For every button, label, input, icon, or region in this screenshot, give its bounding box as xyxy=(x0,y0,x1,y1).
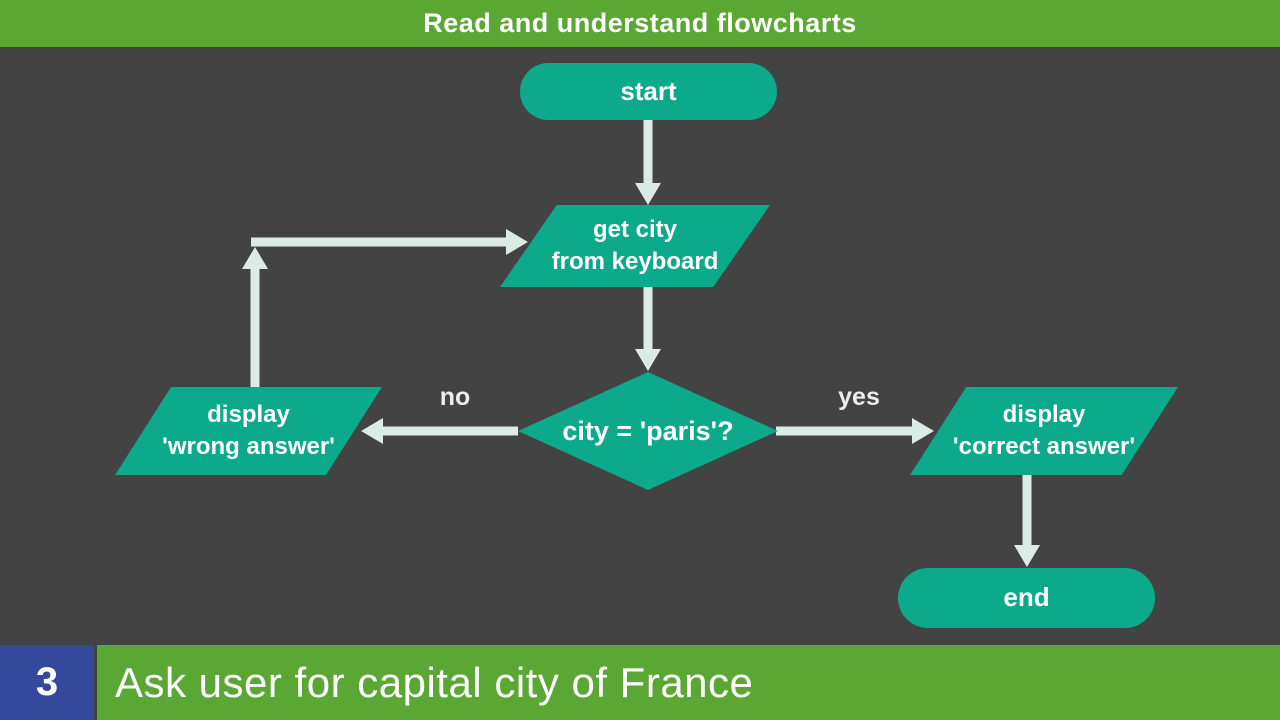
node-end: end xyxy=(898,568,1155,628)
flowchart-canvas: start get city from keyboard city = 'par… xyxy=(0,47,1280,645)
step-number-badge: 3 xyxy=(0,645,94,720)
node-decision-city-paris: city = 'paris'? xyxy=(518,372,778,490)
edge-correct-to-end xyxy=(1014,475,1040,567)
node-correct-line1: display xyxy=(1002,400,1086,428)
edge-loop-to-get-city xyxy=(251,229,528,255)
node-end-label: end xyxy=(1003,582,1050,613)
node-decision-label: city = 'paris'? xyxy=(562,415,734,446)
node-start: start xyxy=(520,63,777,120)
node-get-city-line1: get city xyxy=(592,215,678,243)
edge-start-to-get-city xyxy=(635,118,661,205)
edge-wrong-loop-up xyxy=(242,247,268,392)
caption-text: Ask user for capital city of France xyxy=(115,658,754,706)
edge-decision-to-wrong-no xyxy=(361,418,518,444)
node-display-correct-answer: display 'correct answer' xyxy=(910,387,1178,475)
node-start-label: start xyxy=(620,75,677,106)
edge-decision-to-correct-yes xyxy=(776,418,934,444)
step-number: 3 xyxy=(35,660,59,704)
node-get-city-line2: from keyboard xyxy=(551,248,719,275)
node-display-wrong-answer: display 'wrong answer' xyxy=(115,387,382,475)
edge-label-no: no xyxy=(439,383,471,411)
node-wrong-line2: 'wrong answer' xyxy=(162,433,335,460)
node-correct-line2: 'correct answer' xyxy=(952,433,1136,460)
edge-label-yes: yes xyxy=(838,383,880,411)
title-bar: Read and understand flowcharts xyxy=(0,0,1280,47)
edge-get-city-to-decision xyxy=(635,285,661,371)
node-get-city-input: get city from keyboard xyxy=(500,205,770,287)
caption-bar: Ask user for capital city of France xyxy=(97,645,1280,720)
page-title: Read and understand flowcharts xyxy=(423,8,857,38)
node-wrong-line1: display xyxy=(207,400,290,428)
footer-bar: 3 Ask user for capital city of France xyxy=(0,645,1280,720)
